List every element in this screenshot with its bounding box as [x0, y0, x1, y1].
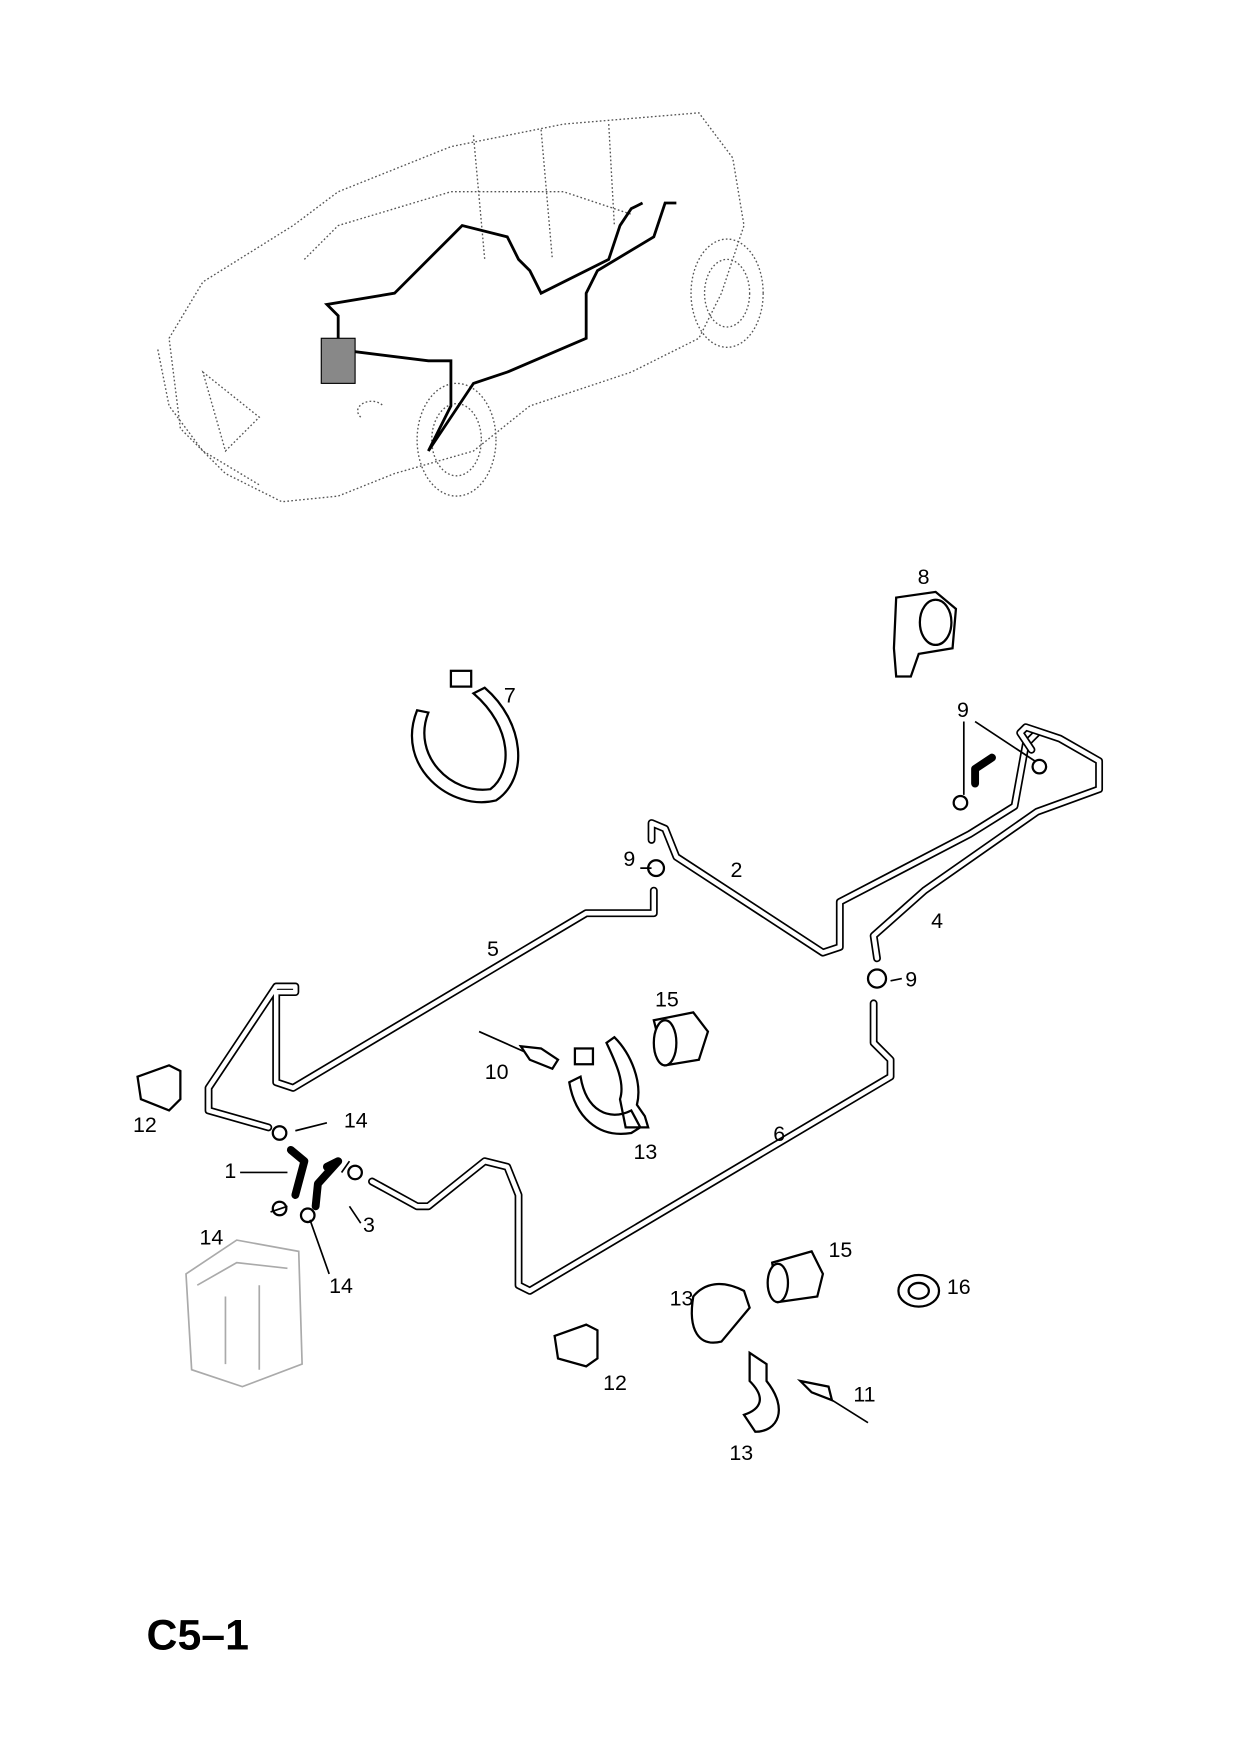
callout-10: 10: [485, 1060, 509, 1084]
callout-9b: 9: [623, 847, 635, 871]
leader-lines: [240, 720, 1036, 1275]
callout-16: 16: [947, 1275, 971, 1299]
car-overview-illustration: [157, 112, 764, 503]
part-12-grommets: [136, 1064, 599, 1368]
callout-labels: 1 2 3 4 5 6 7 8 9 9 9 10 11 12 12 13 13 …: [133, 565, 971, 1465]
part-7-cable-tie: [410, 669, 520, 804]
callout-15a: 15: [655, 988, 679, 1012]
callout-1: 1: [224, 1159, 236, 1183]
callout-12b: 12: [603, 1371, 627, 1395]
callout-6: 6: [773, 1122, 785, 1146]
callout-2: 2: [730, 858, 742, 882]
part-16-clip: [897, 1273, 941, 1308]
part-10-rivet: [478, 1030, 560, 1071]
part-9-clips: [647, 758, 1048, 989]
callout-8: 8: [918, 565, 930, 589]
pipe-2: [647, 728, 1042, 957]
callout-14c: 14: [329, 1274, 353, 1298]
callout-9c: 9: [905, 967, 917, 991]
page-code: C5–1: [147, 1611, 249, 1659]
callout-9a: 9: [957, 698, 969, 722]
callout-3: 3: [363, 1213, 375, 1237]
callout-14b: 14: [200, 1226, 224, 1250]
callout-7: 7: [504, 683, 516, 707]
callout-13c: 13: [729, 1441, 753, 1465]
callout-4: 4: [931, 909, 943, 933]
callout-11: 11: [853, 1382, 875, 1406]
pipe-5: [204, 886, 658, 1132]
callout-13b: 13: [670, 1286, 694, 1310]
part-15-bushings: [652, 1011, 825, 1304]
callout-12a: 12: [133, 1113, 157, 1137]
pipe-4: [869, 723, 1104, 963]
callout-15b: 15: [829, 1238, 853, 1262]
hoses-1-3: [271, 1125, 363, 1224]
control-unit-block: [185, 1239, 303, 1388]
part-11-rivet: [796, 1379, 869, 1424]
callout-14a: 14: [344, 1108, 368, 1132]
part-13-brackets: [568, 1035, 780, 1433]
part-8-grommet: [892, 590, 958, 678]
callout-13a: 13: [634, 1140, 658, 1164]
callout-5: 5: [487, 937, 499, 961]
pipe-6: [368, 999, 895, 1295]
